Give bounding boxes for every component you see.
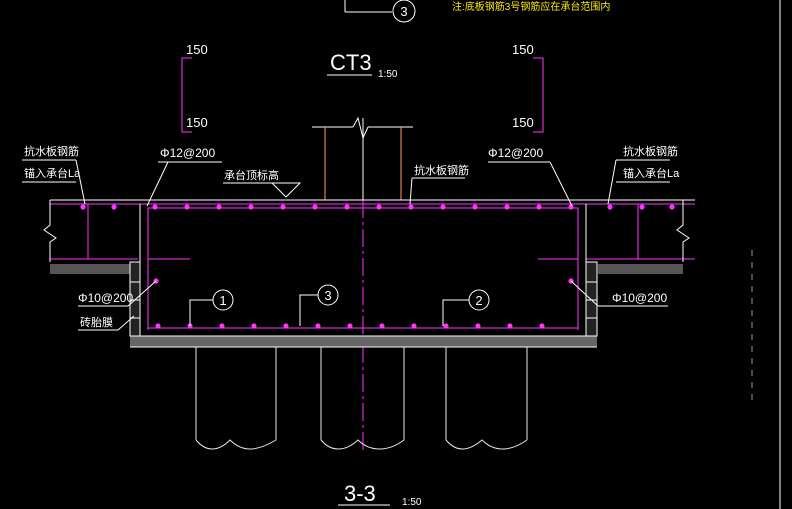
dim-left: 150 150 [181, 42, 208, 133]
rebar-dot [504, 204, 510, 210]
dim-top-left: 150 [186, 42, 208, 57]
left-side-rebar-callout: Φ10@200 [78, 280, 157, 307]
rebar-dot [283, 323, 289, 329]
left-top-rebar-label: Φ12@200 [160, 146, 215, 160]
dim-right: 150 150 [512, 42, 544, 133]
left-side-rebar-label: Φ10@200 [78, 291, 133, 305]
left-anchor-label: 锚入承台La [24, 166, 81, 180]
rebar-dot [80, 204, 86, 210]
rebar-dot [315, 323, 321, 329]
screed-layers [50, 264, 683, 348]
rebar-dot [344, 204, 350, 210]
marker-3: 3 [299, 284, 339, 326]
marker-top-label: 3 [400, 4, 407, 19]
ct-title-scale: 1:50 [378, 69, 398, 80]
rebar-slab-row [80, 204, 675, 210]
rebar-dot [219, 323, 225, 329]
rebar-dot [539, 323, 545, 329]
rebar-bottom-row [155, 323, 545, 329]
right-waterproof-label: 抗水板钢筋 [623, 144, 678, 158]
center-waterproof-callout: 抗水板钢筋 [409, 163, 469, 205]
dim-bottom-left: 150 [186, 115, 208, 130]
rebar-dot [568, 204, 574, 210]
rebar-dot [184, 204, 190, 210]
rebar-dot [216, 204, 222, 210]
rebar-dot [472, 204, 478, 210]
left-anchor-callout: 抗水板钢筋 锚入承台La [22, 144, 86, 205]
rebar-dot [379, 323, 385, 329]
dim-bottom-right: 150 [512, 115, 534, 130]
rebar-dot [111, 204, 117, 210]
right-anchor-label: 锚入承台La [623, 166, 680, 180]
brick-mould-callout: 砖胎膜 [78, 315, 135, 331]
dim-top-right: 150 [512, 42, 534, 57]
ct-title: CT3 1:50 [327, 50, 398, 80]
rebar-dot [443, 323, 449, 329]
top-note: 注:底板钢筋3号钢筋应在承台范围内 [452, 0, 610, 13]
cap-top-elev-label: 承台顶标高 [224, 168, 279, 182]
brick-mould-label: 砖胎膜 [80, 315, 113, 329]
rebar-dot [251, 323, 257, 329]
marker-3-label: 3 [324, 288, 331, 303]
marker-2: 2 [442, 289, 490, 326]
center-waterproof-label: 抗水板钢筋 [414, 163, 469, 177]
rebar-dot [411, 323, 417, 329]
rebar-dot [248, 204, 254, 210]
rebar-dot [536, 204, 542, 210]
column-stub [312, 116, 413, 200]
right-side-rebar-callout: Φ10@200 [570, 280, 668, 307]
marker-2-label: 2 [475, 293, 482, 308]
rebar-dot [312, 204, 318, 210]
rebar-dot [155, 323, 161, 329]
section-title-name: 3-3 [344, 481, 376, 506]
section-title-scale: 1:50 [402, 497, 422, 508]
pile-cap [87, 204, 639, 336]
marker-1-label: 1 [219, 293, 226, 308]
rebar-dot [475, 323, 481, 329]
left-waterproof-label: 抗水板钢筋 [24, 144, 79, 158]
rebar-dot [607, 204, 613, 210]
rebar-top-row [152, 204, 574, 210]
section-title: 3-3 1:50 [338, 481, 422, 508]
rebar-dot [408, 204, 414, 210]
right-side-rebar-label: Φ10@200 [612, 291, 667, 305]
rebar-dot [152, 204, 158, 210]
marker-1: 1 [189, 289, 234, 326]
right-top-rebar-callout: Φ12@200 [488, 146, 573, 207]
top-callout: 3 注:底板钢筋3号钢筋应在承台范围内 [344, 0, 610, 23]
rebar-dot [347, 323, 353, 329]
piles [195, 347, 528, 450]
rebar-dot [280, 204, 286, 210]
right-top-rebar-label: Φ12@200 [488, 146, 543, 160]
rebar-dot [507, 323, 513, 329]
rebar-dot [376, 204, 382, 210]
top-slab [43, 199, 695, 262]
ct-title-name: CT3 [330, 50, 372, 75]
rebar-dot [669, 204, 675, 210]
cap-top-elevation: 承台顶标高 [223, 168, 302, 198]
right-anchor-callout: 抗水板钢筋 锚入承台La [607, 144, 680, 205]
rebar-dot [639, 204, 645, 210]
rebar-dot [440, 204, 446, 210]
left-top-rebar-callout: Φ12@200 [146, 146, 222, 207]
